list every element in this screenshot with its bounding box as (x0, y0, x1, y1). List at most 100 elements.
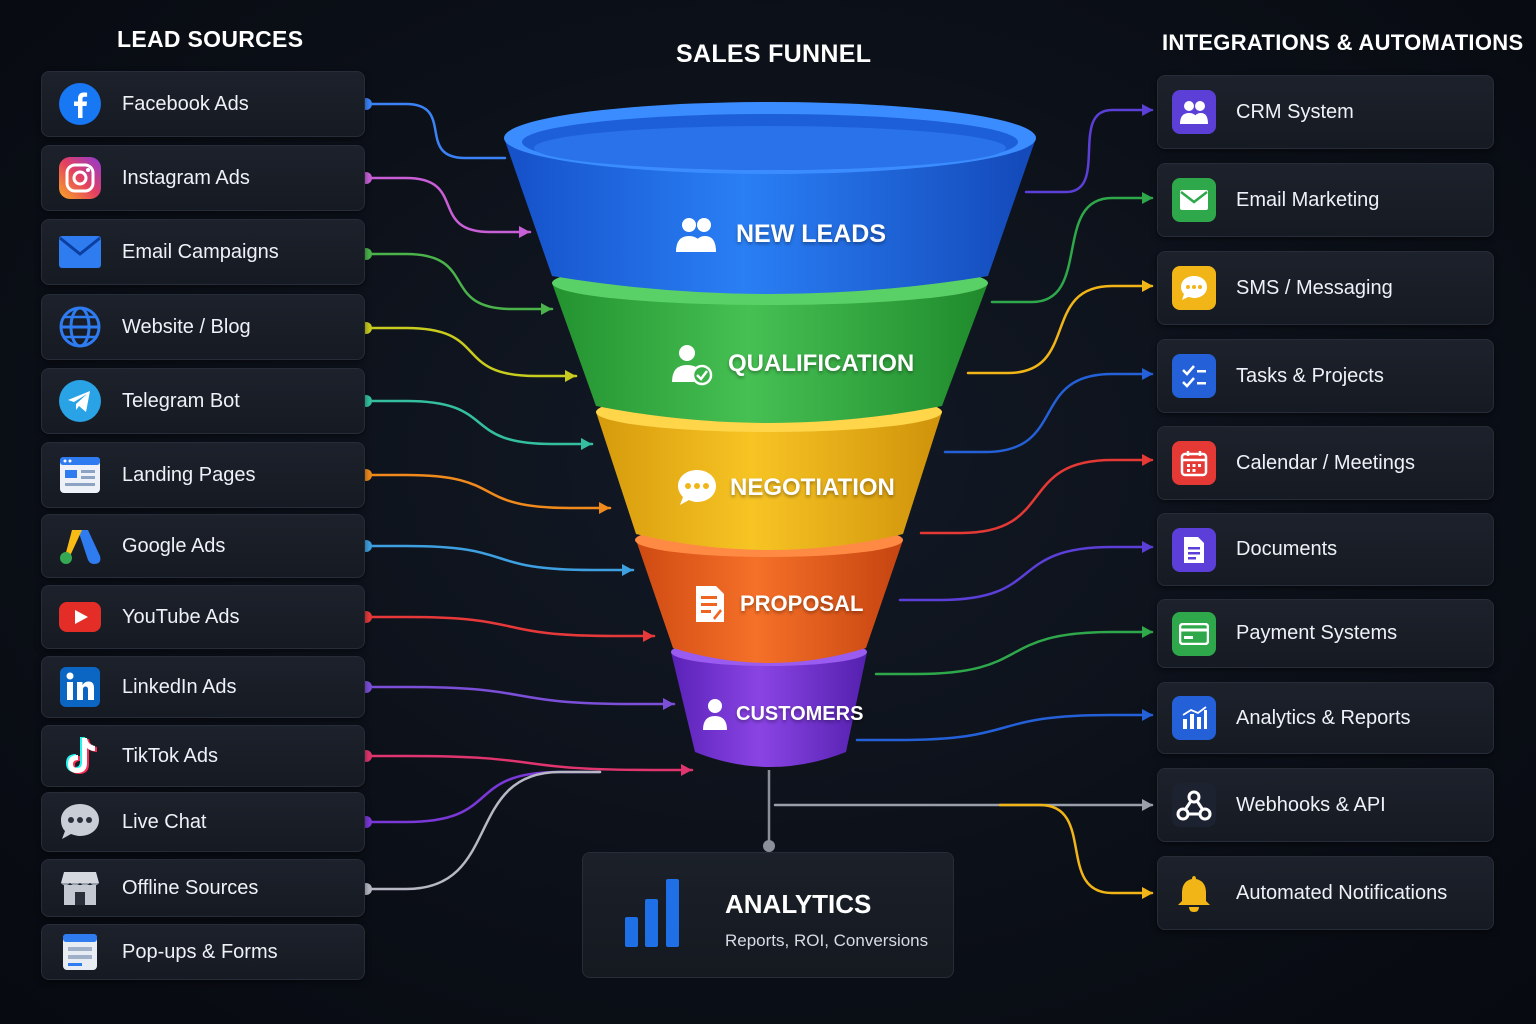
integration-webhooks-api[interactable]: Webhooks & API (1157, 768, 1494, 842)
lead-source-google-ads[interactable]: Google Ads (41, 514, 365, 578)
integrations-heading: INTEGRATIONS & AUTOMATIONS (1162, 30, 1524, 55)
connector-arrowhead (1142, 541, 1153, 553)
user-icon (702, 697, 728, 731)
lead-source-tiktok-ads[interactable]: TikTok Ads (41, 725, 365, 787)
lead-source-email-campaigns[interactable]: Email Campaigns (41, 219, 365, 285)
lead-source-label: Pop-ups & Forms (122, 940, 278, 963)
tiktok-icon (58, 734, 102, 778)
lead-source-popups-forms[interactable]: Pop-ups & Forms (41, 924, 365, 980)
lead-source-youtube-ads[interactable]: YouTube Ads (41, 585, 365, 649)
connector-arrowhead (1142, 192, 1153, 204)
lead-source-label: Telegram Bot (122, 389, 240, 412)
connector-line (364, 102, 507, 160)
lead-source-website-blog[interactable]: Website / Blog (41, 294, 365, 360)
lead-source-facebook-ads[interactable]: Facebook Ads (41, 71, 365, 137)
integration-sms-messaging[interactable]: SMS / Messaging (1157, 251, 1494, 325)
lead-source-label: YouTube Ads (122, 605, 240, 628)
funnel-stem-dot (763, 840, 775, 852)
connector-line (943, 372, 1154, 454)
youtube-icon (58, 595, 102, 639)
integration-tasks-projects[interactable]: Tasks & Projects (1157, 339, 1494, 413)
connector-arrowhead (681, 764, 692, 776)
lead-source-label: Live Chat (122, 810, 207, 833)
funnel-stage-customers[interactable]: CUSTOMERS (702, 697, 863, 731)
connector-arrowhead (622, 564, 633, 576)
chat-icon (676, 467, 718, 509)
connector-line (898, 545, 1154, 602)
lead-source-label: TikTok Ads (122, 744, 218, 767)
integration-label: Email Marketing (1236, 188, 1380, 211)
integration-label: Analytics & Reports (1236, 706, 1411, 729)
stage-label: QUALIFICATION (728, 350, 915, 377)
telegram-icon (58, 379, 102, 423)
connector-arrowhead (541, 303, 552, 315)
integration-payment-systems[interactable]: Payment Systems (1157, 599, 1494, 668)
lead-source-label: Instagram Ads (122, 166, 250, 189)
connector-line (855, 713, 1154, 742)
lead-source-label: Email Campaigns (122, 240, 279, 263)
analytics-box[interactable]: ANALYTICS Reports, ROI, Conversions (582, 852, 954, 978)
connector-line (364, 473, 612, 510)
lead-source-instagram-ads[interactable]: Instagram Ads (41, 145, 365, 211)
analytics-title: ANALYTICS (725, 889, 872, 919)
lead-source-landing-pages[interactable]: Landing Pages (41, 442, 365, 508)
connector-arrowhead (581, 438, 592, 450)
integration-label: SMS / Messaging (1236, 276, 1393, 299)
globe-icon (58, 305, 102, 349)
integration-calendar-meetings[interactable]: Calendar / Meetings (1157, 426, 1494, 500)
connector-line (364, 685, 676, 706)
lead-source-live-chat[interactable]: Live Chat (41, 792, 365, 852)
connector-line (874, 630, 1154, 676)
connector-arrowhead (663, 698, 674, 710)
integration-label: Tasks & Projects (1236, 364, 1384, 387)
integration-label: CRM System (1236, 100, 1354, 123)
lead-source-linkedin-ads[interactable]: LinkedIn Ads (41, 656, 365, 718)
linkedin-icon (58, 665, 102, 709)
integration-label: Calendar / Meetings (1236, 451, 1415, 474)
integration-automated-notifications[interactable]: Automated Notifications (1157, 856, 1494, 930)
integration-email-marketing[interactable]: Email Marketing (1157, 163, 1494, 237)
connector-line (364, 544, 635, 572)
connector-line (990, 196, 1154, 304)
stage-label: NEGOTIATION (730, 474, 895, 501)
connector-line (364, 399, 594, 446)
connector-arrowhead (1142, 709, 1153, 721)
integration-documents[interactable]: Documents (1157, 513, 1494, 586)
payment-card-icon (1172, 611, 1216, 656)
store-icon (58, 866, 102, 910)
lead-source-telegram-bot[interactable]: Telegram Bot (41, 368, 365, 434)
connector-line (919, 458, 1154, 535)
connector-line (364, 326, 578, 378)
connector-line (966, 284, 1154, 375)
document-icon (1172, 527, 1216, 572)
funnel-stage-proposal[interactable]: PROPOSAL (694, 584, 863, 624)
connector-line (1024, 108, 1154, 194)
lead-source-offline-sources[interactable]: Offline Sources (41, 859, 365, 917)
connector-arrowhead (1142, 626, 1153, 638)
users-icon (674, 214, 718, 254)
lead-source-label: LinkedIn Ads (122, 675, 237, 698)
connector-arrowhead (1142, 280, 1153, 292)
chat-bubble-icon (58, 800, 102, 844)
landing-page-icon (58, 453, 102, 497)
sales-funnel-heading: SALES FUNNEL (676, 40, 872, 68)
integration-label: Documents (1236, 538, 1338, 560)
form-icon (58, 930, 102, 974)
connector-line (364, 252, 554, 311)
connector-line (364, 615, 656, 638)
webhook-icon (1172, 783, 1216, 827)
funnel-stage-new-leads[interactable]: NEW LEADS (674, 214, 886, 254)
connector-line (364, 770, 602, 824)
lead-source-label: Google Ads (122, 534, 226, 557)
funnel-stage-qualification[interactable]: QUALIFICATION (670, 342, 914, 386)
integration-analytics-reports[interactable]: Analytics & Reports (1157, 682, 1494, 754)
funnel-stage-negotiation[interactable]: NEGOTIATION (676, 467, 895, 509)
integration-crm-system[interactable]: CRM System (1157, 75, 1494, 149)
connector-line (364, 176, 532, 234)
analytics-subtitle: Reports, ROI, Conversions (725, 931, 929, 950)
connector-arrowhead (1142, 454, 1153, 466)
lead-source-label: Landing Pages (122, 463, 256, 486)
bell-icon (1172, 871, 1216, 915)
